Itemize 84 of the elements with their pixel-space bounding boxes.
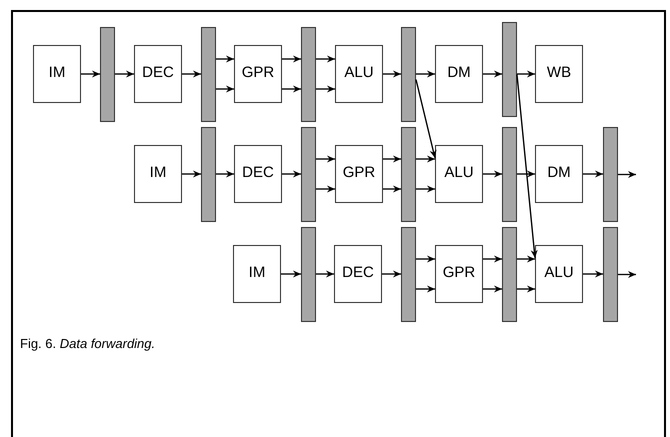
stage-label: DEC [242,164,274,180]
pipeline-register-bar [502,227,517,322]
pipeline-register-bar [502,22,517,117]
pipeline-register-bar [603,127,618,222]
stage-label: DEC [142,64,174,80]
pipeline-register-bar [201,27,216,122]
arrow [618,271,636,278]
stage-label: DEC [342,264,374,280]
pipeline-register-bar [603,227,618,322]
arrow [483,256,502,262]
stage-box [535,45,583,103]
arrow [583,170,603,178]
stage-box [234,45,282,103]
stage-label: DM [447,64,471,80]
arrow [115,70,134,78]
arrow [517,286,535,292]
arrow [282,56,301,62]
arrow [281,270,301,278]
arrow [517,170,535,178]
arrow [516,74,538,258]
pipeline-register-bar [502,127,517,222]
stage-label: IM [48,64,66,80]
stage-label: GPR [242,64,274,80]
pipeline-register-bar [401,227,416,322]
stage-label: GPR [342,164,376,180]
pipeline-register-bar [201,127,216,222]
arrow [517,256,535,262]
stage-box [234,145,282,203]
stage-label: IM [150,164,166,180]
pipeline-register-bar [301,27,316,122]
arrow [383,156,401,162]
arrow [282,170,301,178]
arrow [483,70,502,78]
stage-box [435,245,483,303]
stage-label: GPR [442,264,476,280]
arrow [316,156,335,162]
stage-box [33,45,81,103]
arrow [316,56,335,62]
arrow [216,86,234,92]
figure-caption: Fig. 6. Data forwarding. [20,336,156,351]
arrow [216,56,234,62]
arrow [383,186,401,192]
arrow [382,270,401,278]
arrow [415,79,437,158]
stage-box [435,45,483,103]
stage-box [334,245,382,303]
arrow [316,186,335,192]
arrow [416,70,435,78]
arrow [416,186,435,192]
arrow [416,156,435,162]
stage-box [233,245,281,303]
pipeline-register-bar [401,27,416,122]
stage-label: DM [547,164,571,180]
arrow [81,70,100,78]
arrow [282,86,301,92]
arrow [483,286,502,292]
arrow [316,86,335,92]
stage-label: WB [546,64,572,80]
arrow [517,70,535,78]
stage-box [535,245,583,303]
stage-label: IM [248,264,266,280]
arrow [316,270,334,278]
arrow [583,270,603,278]
pipeline-register-bar [401,127,416,222]
arrow [483,170,502,178]
stage-box [335,145,383,203]
stage-box [134,145,182,203]
pipeline-register-bar [100,27,115,122]
stage-box [335,45,383,103]
arrow [182,170,201,178]
arrow [182,70,201,78]
arrow [416,256,435,262]
stage-label: ALU [544,264,574,280]
arrow [416,286,435,292]
stage-box [134,45,182,103]
stage-box [435,145,483,203]
stage-box [535,145,583,203]
arrow [618,171,636,178]
arrow [383,70,401,78]
pipeline-register-bar [301,227,316,322]
pipeline-register-bar [301,127,316,222]
stage-label: ALU [444,164,474,180]
arrow [216,170,234,178]
stage-label: ALU [344,64,374,80]
